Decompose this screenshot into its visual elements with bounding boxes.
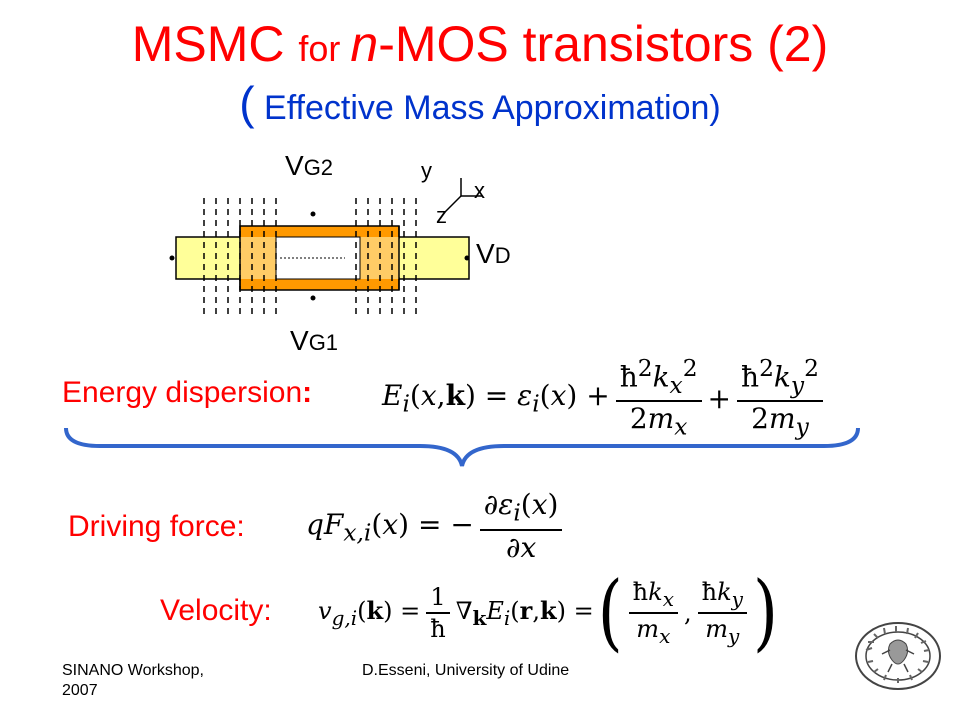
drain-contact xyxy=(464,255,470,261)
slide-title: MSMC for n-MOS transistors (2) xyxy=(0,14,960,79)
title-part-for: for xyxy=(298,28,351,69)
slide-subtitle: ( Effective Mass Approximation) xyxy=(0,78,960,133)
left-mesh-lines xyxy=(203,198,277,318)
vg1-v: V xyxy=(290,325,309,356)
axis-z-label: z xyxy=(436,203,447,228)
footer-author: D.Esseni, University of Udine xyxy=(362,662,570,679)
axis-y-label: y xyxy=(421,158,432,183)
title-part-mos: -MOS transistors (2) xyxy=(378,16,829,72)
vd-sub: D xyxy=(494,243,511,268)
curly-brace xyxy=(64,427,860,467)
footer-workshop-line1: SINANO Workshop, xyxy=(62,662,204,679)
subtitle-text: Effective Mass Approximation) xyxy=(254,89,721,127)
axis-x-label: x xyxy=(474,178,485,203)
vg2-sub: G2 xyxy=(303,155,334,180)
driving-force-label: Driving force: xyxy=(68,510,245,543)
vd-v: V xyxy=(476,238,495,269)
source-contact xyxy=(169,255,175,261)
footer-workshop: SINANO Workshop, 2007 xyxy=(62,661,204,701)
left-overlap xyxy=(240,237,276,279)
vg2-label: VG2 xyxy=(285,150,333,182)
footer-workshop-line2: 2007 xyxy=(62,682,98,699)
energy-colon: : xyxy=(302,376,313,409)
title-part-n: n xyxy=(350,16,379,72)
vg1-label: VG1 xyxy=(290,325,338,357)
gate1-contact xyxy=(310,295,316,301)
title-part-msmc: MSMC xyxy=(131,16,299,72)
z-axis-line xyxy=(443,195,462,214)
subtitle-paren: ( xyxy=(239,77,255,129)
vg1-sub: G1 xyxy=(308,330,339,355)
energy-text: Energy dispersion xyxy=(62,376,303,409)
force-equation: qFx,i(x) = − ∂εi(x)∂x xyxy=(306,482,568,572)
vd-label: VD xyxy=(476,238,511,270)
right-mesh-lines xyxy=(355,198,417,318)
energy-dispersion-label: Energy dispersion: xyxy=(62,376,312,410)
vg2-v: V xyxy=(285,150,304,181)
university-seal-logo xyxy=(855,622,941,690)
gate2-contact xyxy=(310,211,316,217)
velocity-label: Velocity: xyxy=(160,594,272,627)
